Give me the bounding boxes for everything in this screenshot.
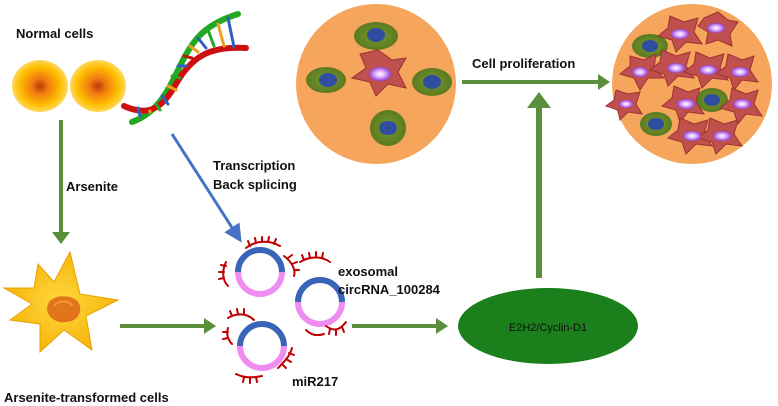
circrna-ring-3 bbox=[237, 321, 287, 371]
transcription-label: Transcription bbox=[213, 158, 295, 173]
normal-cells-illustration bbox=[12, 60, 126, 112]
transcription-arrow bbox=[170, 133, 242, 243]
circrna-ring-2 bbox=[295, 277, 345, 327]
cell-proliferation-label: Cell proliferation bbox=[472, 56, 575, 71]
transformed-to-exosome-arrow bbox=[120, 318, 216, 334]
arsenite-label: Arsenite bbox=[66, 179, 118, 194]
mirna-molecules bbox=[218, 236, 347, 384]
circrna-label: circRNA_100284 bbox=[338, 282, 441, 297]
dna-double-helix bbox=[121, 11, 249, 125]
back-splicing-label: Back splicing bbox=[213, 177, 297, 192]
transformed-cell-illustration bbox=[2, 250, 120, 354]
mir217-label: miR217 bbox=[292, 374, 338, 389]
e2h2-to-proliferation-arrow bbox=[527, 92, 551, 278]
arsenite-arrow bbox=[52, 120, 70, 244]
arsenite-transformed-label: Arsenite-transformed cells bbox=[4, 390, 169, 405]
circrna-ring-1 bbox=[235, 247, 285, 297]
exosomal-label: exosomal bbox=[338, 264, 398, 279]
proliferated-cells-circle bbox=[604, 4, 772, 164]
e2h2-cyclin-label: E2H2/Cyclin-D1 bbox=[509, 322, 587, 334]
normal-cells-label: Normal cells bbox=[16, 26, 93, 41]
proliferation-arrow bbox=[462, 74, 610, 90]
e2h2-cyclin-ellipse bbox=[458, 288, 638, 364]
mixed-cells-circle bbox=[296, 4, 456, 164]
exosome-to-e2h2-arrow bbox=[352, 318, 448, 334]
